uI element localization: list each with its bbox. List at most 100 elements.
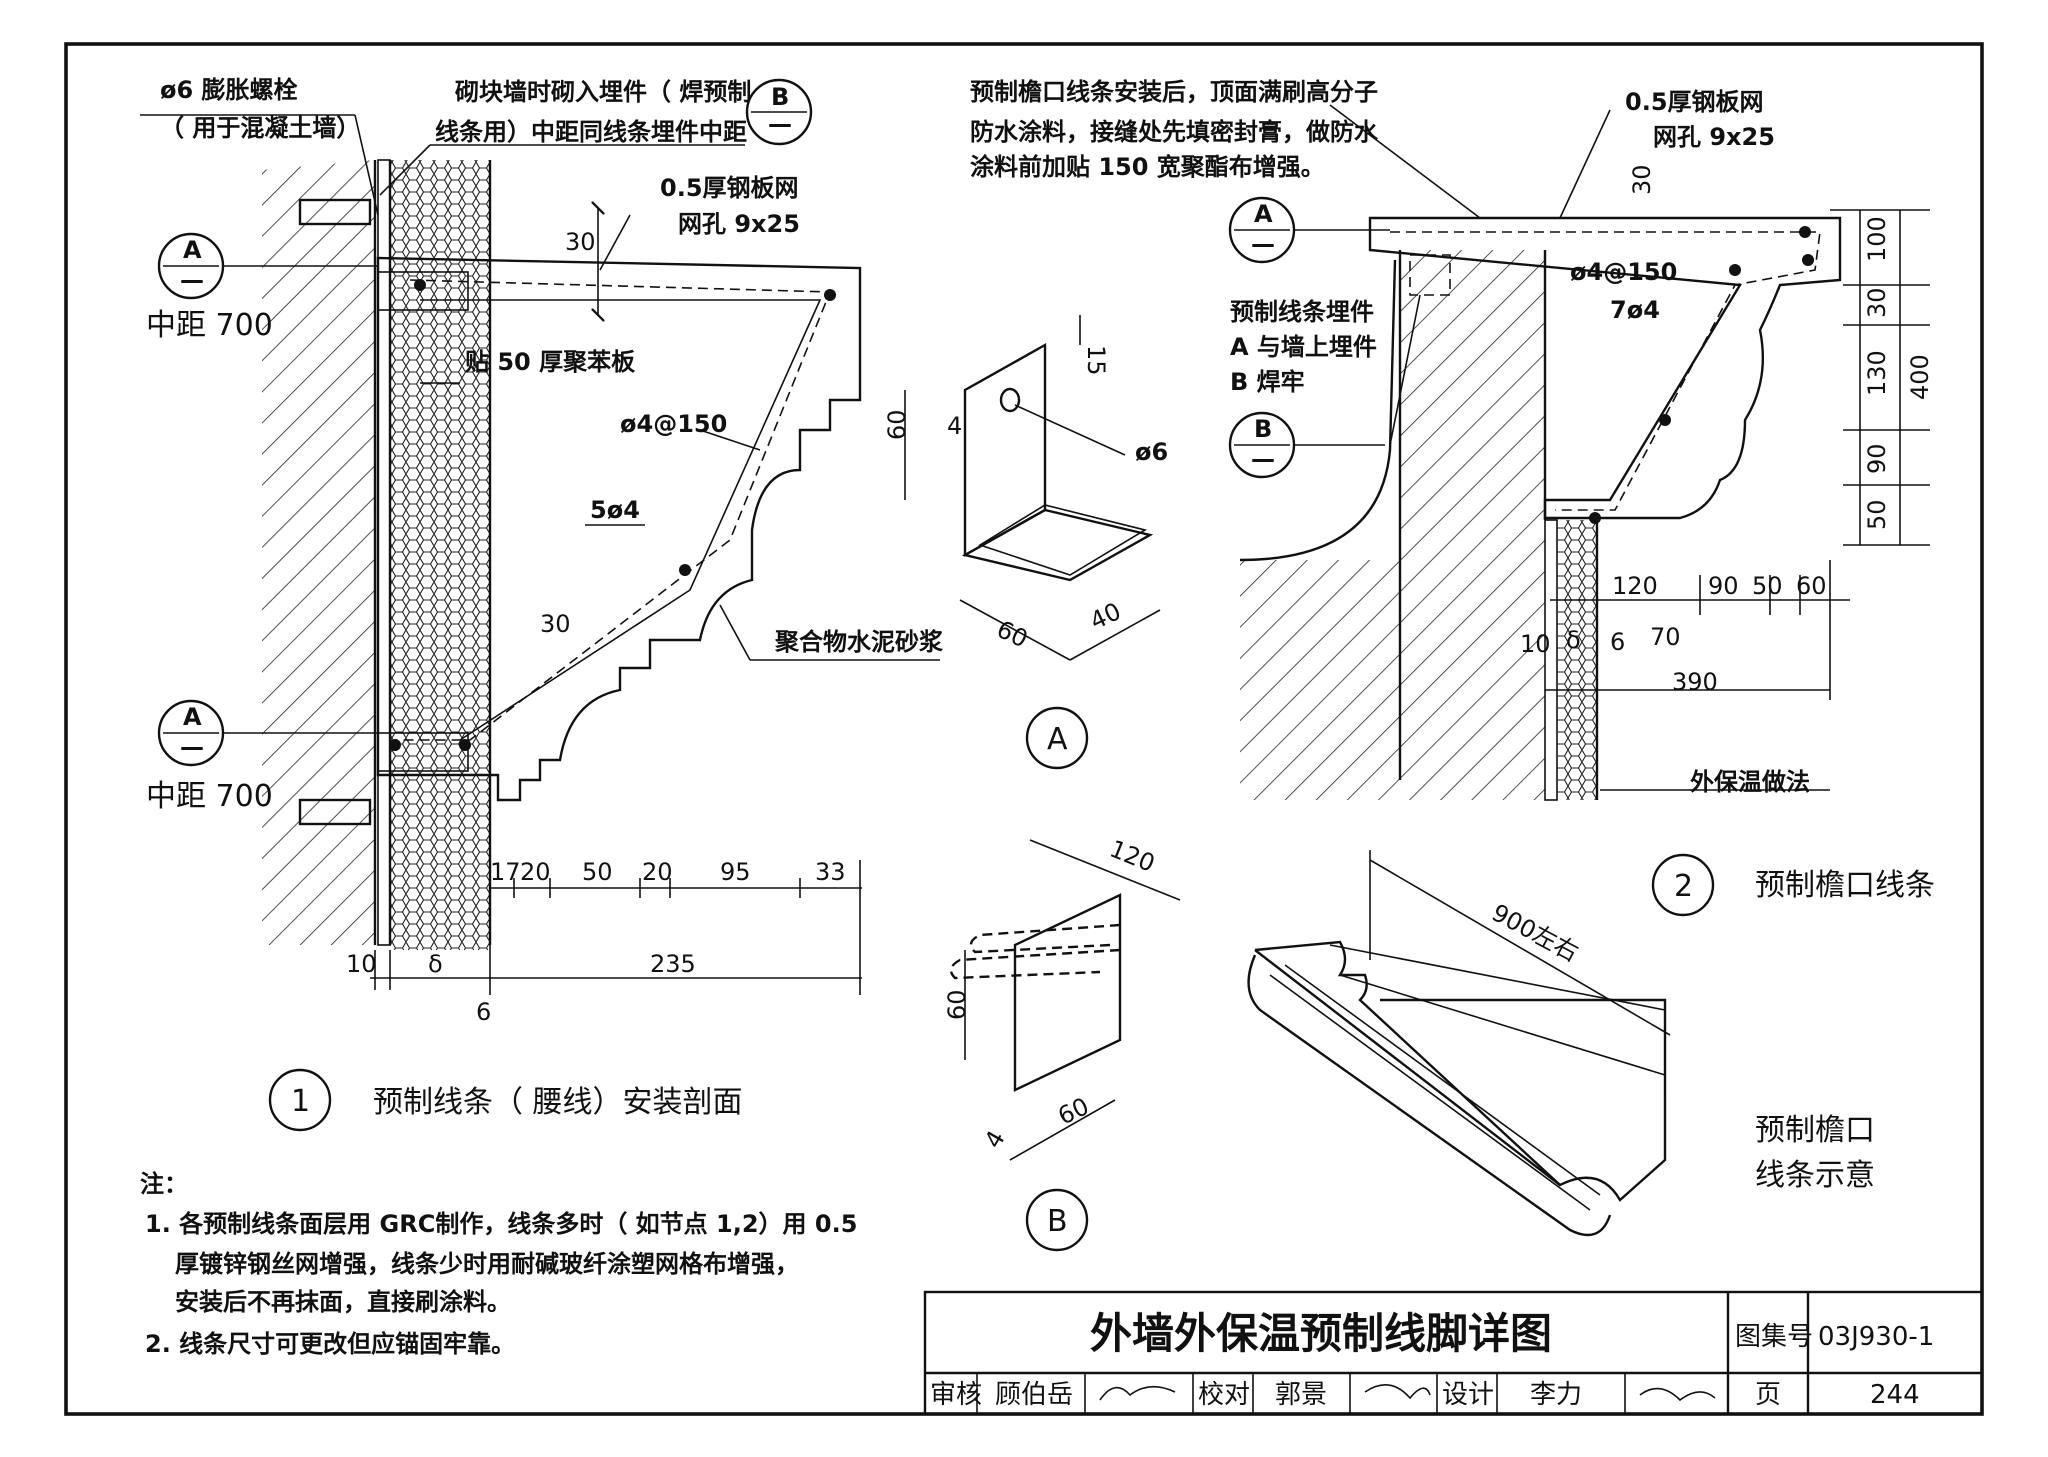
detail-2-number: 2 xyxy=(1674,869,1693,904)
embedded-plate-top xyxy=(377,271,469,311)
dim-30-slope: 30 xyxy=(540,610,571,638)
detail-B-plate xyxy=(949,839,1181,1252)
dim-20-a: 20 xyxy=(520,858,551,886)
note-2: 2. 线条尺寸可更改但应锚固牢靠。 xyxy=(145,1330,515,1358)
hole-diameter: ø6 xyxy=(1135,438,1168,466)
eave-dim-30: 30 xyxy=(1628,164,1656,195)
detail-1-section xyxy=(140,78,940,1132)
callout-B-top xyxy=(745,78,813,146)
dim-4: 4 xyxy=(947,412,962,440)
eave-dim-400: 400 xyxy=(1906,354,1934,400)
steel-mesh-line xyxy=(395,279,832,741)
eave-dim-delta: δ xyxy=(1566,626,1581,654)
dim-60-bottom-B: 60 xyxy=(1054,1092,1094,1130)
detail-2-section xyxy=(1228,104,1930,917)
wall-inner-curve xyxy=(1239,259,1397,562)
eave-dim-6: 6 xyxy=(1610,628,1625,656)
eave-dim-130: 130 xyxy=(1863,350,1891,396)
dim-17: 17 xyxy=(490,858,521,886)
mesh-label: 0.5厚钢板网 xyxy=(660,174,799,202)
insulation-label: 外保温做法 xyxy=(1690,768,1810,796)
detail-2-title: 预制檐口线条 xyxy=(1755,868,1935,903)
eave-embed xyxy=(1409,254,1451,296)
drawing-title: 外墙外保温预制线脚详图 xyxy=(1090,1309,1552,1358)
reviewer-signature xyxy=(1099,1385,1176,1401)
bolt-note: （ 用于混凝土墙） xyxy=(160,114,360,142)
callout-A-top-dash: — xyxy=(180,266,204,294)
eave-note-1: 预制檐口线条安装后，顶面满刷高分子 xyxy=(970,78,1378,106)
eave-embed-3: B 焊牢 xyxy=(1230,368,1305,396)
dim-30-top: 30 xyxy=(565,228,596,256)
note-1-line1: 1. 各预制线条面层用 GRC制作，线条多时（ 如节点 1,2）用 0.5 xyxy=(145,1210,857,1238)
eave-dim-90: 90 xyxy=(1863,443,1891,474)
eave-dim-120: 120 xyxy=(1612,572,1658,600)
detail-1-number: 1 xyxy=(291,1084,310,1119)
perspective-caption-2: 线条示意 xyxy=(1755,1158,1875,1193)
eave-callout-B: B xyxy=(1254,415,1272,443)
eave-mesh-label: 0.5厚钢板网 xyxy=(1625,88,1764,116)
spacing-bottom: 中距 700 xyxy=(146,779,273,814)
design-label: 设计 xyxy=(1442,1380,1494,1410)
dim-60-side: 60 xyxy=(883,409,911,440)
embed-note-line1: 砌块墙时砌入埋件（ 焊预制 xyxy=(455,78,751,106)
eave-embed-2: A 与墙上埋件 xyxy=(1230,333,1377,361)
note-1-line2: 厚镀锌钢丝网增强，线条少时用耐碱玻纤涂塑网格布增强， xyxy=(175,1250,799,1278)
dim-60-side-B: 60 xyxy=(943,989,971,1020)
callout-A-bottom-letter: A xyxy=(183,703,202,731)
dim-delta: δ xyxy=(428,950,443,978)
dim-ticks xyxy=(513,878,801,898)
check-label: 校对 xyxy=(1198,1380,1250,1410)
eave-main-bar: 7ø4 xyxy=(1610,296,1660,324)
callout-B-letter: B xyxy=(771,83,789,111)
eps-board: 贴 50 厚聚苯板 xyxy=(465,348,636,376)
bolt-title: ø6 膨胀螺栓 xyxy=(160,76,298,104)
callout-B-dash: — xyxy=(768,110,792,138)
eave-dim-50b: 50 xyxy=(1752,572,1783,600)
checker-signature xyxy=(1364,1384,1431,1400)
eps-insulation xyxy=(390,160,490,950)
eave-dim-390: 390 xyxy=(1672,668,1718,696)
page-number: 244 xyxy=(1870,1380,1920,1410)
perspective-caption-1: 预制檐口 xyxy=(1755,1113,1875,1148)
reviewer-name: 顾伯岳 xyxy=(995,1380,1073,1410)
eave-dim-30b: 30 xyxy=(1863,287,1891,318)
expansion-bolt-top xyxy=(298,198,372,226)
rebar-stirrup: ø4@150 xyxy=(620,410,727,438)
dim-40: 40 xyxy=(1086,597,1126,635)
rebar-main: 5ø4 xyxy=(590,496,640,524)
eave-dim-90b: 90 xyxy=(1708,572,1739,600)
eave-mesh-hole: 网孔 9x25 xyxy=(1653,123,1775,151)
eave-dim-100: 100 xyxy=(1863,216,1891,262)
designer-name: 李力 xyxy=(1530,1380,1582,1410)
detail-A-label: A xyxy=(1047,722,1068,757)
precast-eave xyxy=(1368,216,1842,520)
wall-plaster xyxy=(377,159,391,946)
review-label: 审核 xyxy=(930,1380,982,1410)
atlas-number: 03J930-1 xyxy=(1818,1322,1934,1352)
eave-note-2: 防水涂料，接缝处先填密封膏，做防水 xyxy=(970,118,1379,146)
embed-note-line2: 线条用）中距同线条埋件中距 xyxy=(435,118,747,146)
detail-A-angle xyxy=(904,315,1161,770)
eave-concrete xyxy=(1240,250,1545,800)
page-label: 页 xyxy=(1755,1380,1781,1410)
embedded-plate-bottom xyxy=(377,732,469,772)
eave-dim-70: 70 xyxy=(1650,623,1681,651)
dim-235: 235 xyxy=(650,950,696,978)
eave-dim-50: 50 xyxy=(1863,499,1891,530)
rebar-line xyxy=(420,299,822,741)
title-block xyxy=(923,1290,1984,1416)
eave-dim-10: 10 xyxy=(1520,630,1551,658)
spacing-top: 中距 700 xyxy=(146,308,273,343)
dim-33: 33 xyxy=(815,858,846,886)
eave-embed-1: 预制线条埋件 xyxy=(1230,298,1374,326)
eave-callout-A-dash: — xyxy=(1251,230,1275,258)
detail-1-title: 预制线条（ 腰线）安装剖面 xyxy=(373,1085,743,1120)
mesh-hole: 网孔 9x25 xyxy=(678,210,800,238)
dim-10: 10 xyxy=(346,950,377,978)
callout-A-top-letter: A xyxy=(183,236,202,264)
detail-1-number-circle xyxy=(268,1068,332,1132)
dim-95: 95 xyxy=(720,858,751,886)
eave-callout-A: A xyxy=(1254,200,1273,228)
eave-mesh xyxy=(1390,231,1821,511)
